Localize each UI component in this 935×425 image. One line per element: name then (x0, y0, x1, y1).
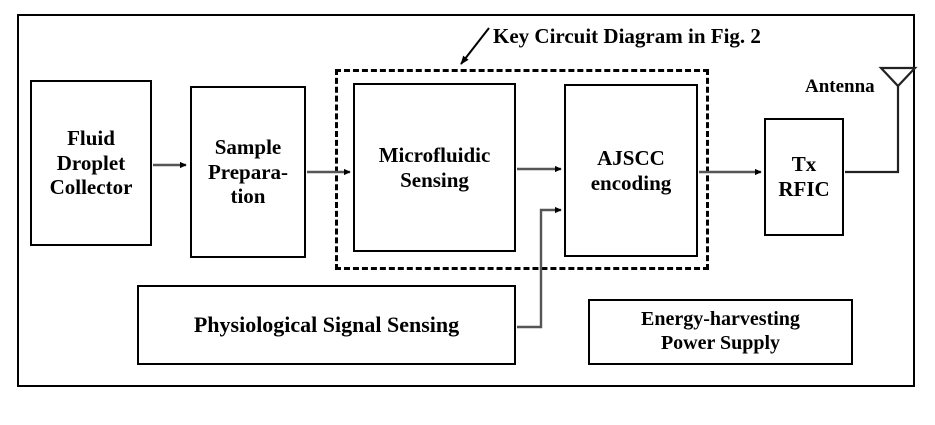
block-physiological-signal-sensing[interactable]: Physiological Signal Sensing (137, 285, 516, 365)
antenna-label: Antenna (805, 76, 875, 97)
key-circuit-note-label: Key Circuit Diagram in Fig. 2 (493, 24, 761, 48)
block-label-physiological-signal-sensing: Physiological Signal Sensing (193, 312, 460, 338)
diagram-outer-border (17, 14, 915, 387)
